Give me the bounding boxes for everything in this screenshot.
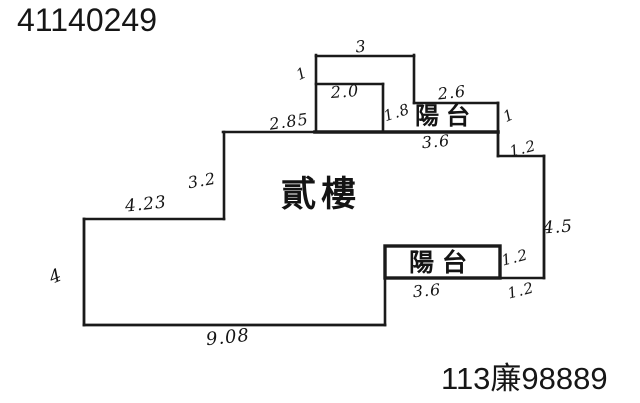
case-number: 113廉98889 — [441, 361, 608, 396]
main-room-label: 貳樓 — [281, 175, 362, 214]
lower-balcony-outline — [383, 244, 502, 280]
dimension-label-upper-balcony-bottom: 3.6 — [420, 130, 451, 153]
dimension-label-step: 2.0 — [330, 81, 360, 102]
document-number: 41140249 — [17, 2, 157, 38]
dimension-label-left-upper: 3.2 — [186, 168, 218, 193]
dimension-label-left-shoulder: 4.23 — [124, 192, 168, 217]
lower-balcony-label: 陽台 — [409, 250, 476, 277]
upper-balcony-label: 陽台 — [415, 104, 477, 130]
dimension-label-lower-balcony-bottom: 3.6 — [411, 279, 442, 302]
dimension-label-top: 3 — [354, 36, 368, 57]
dimension-label-bottom: 9.08 — [204, 324, 251, 351]
dimension-label-right-side: 4.5 — [542, 216, 574, 239]
dimension-label-upper-balcony-top: 2.6 — [436, 81, 468, 104]
